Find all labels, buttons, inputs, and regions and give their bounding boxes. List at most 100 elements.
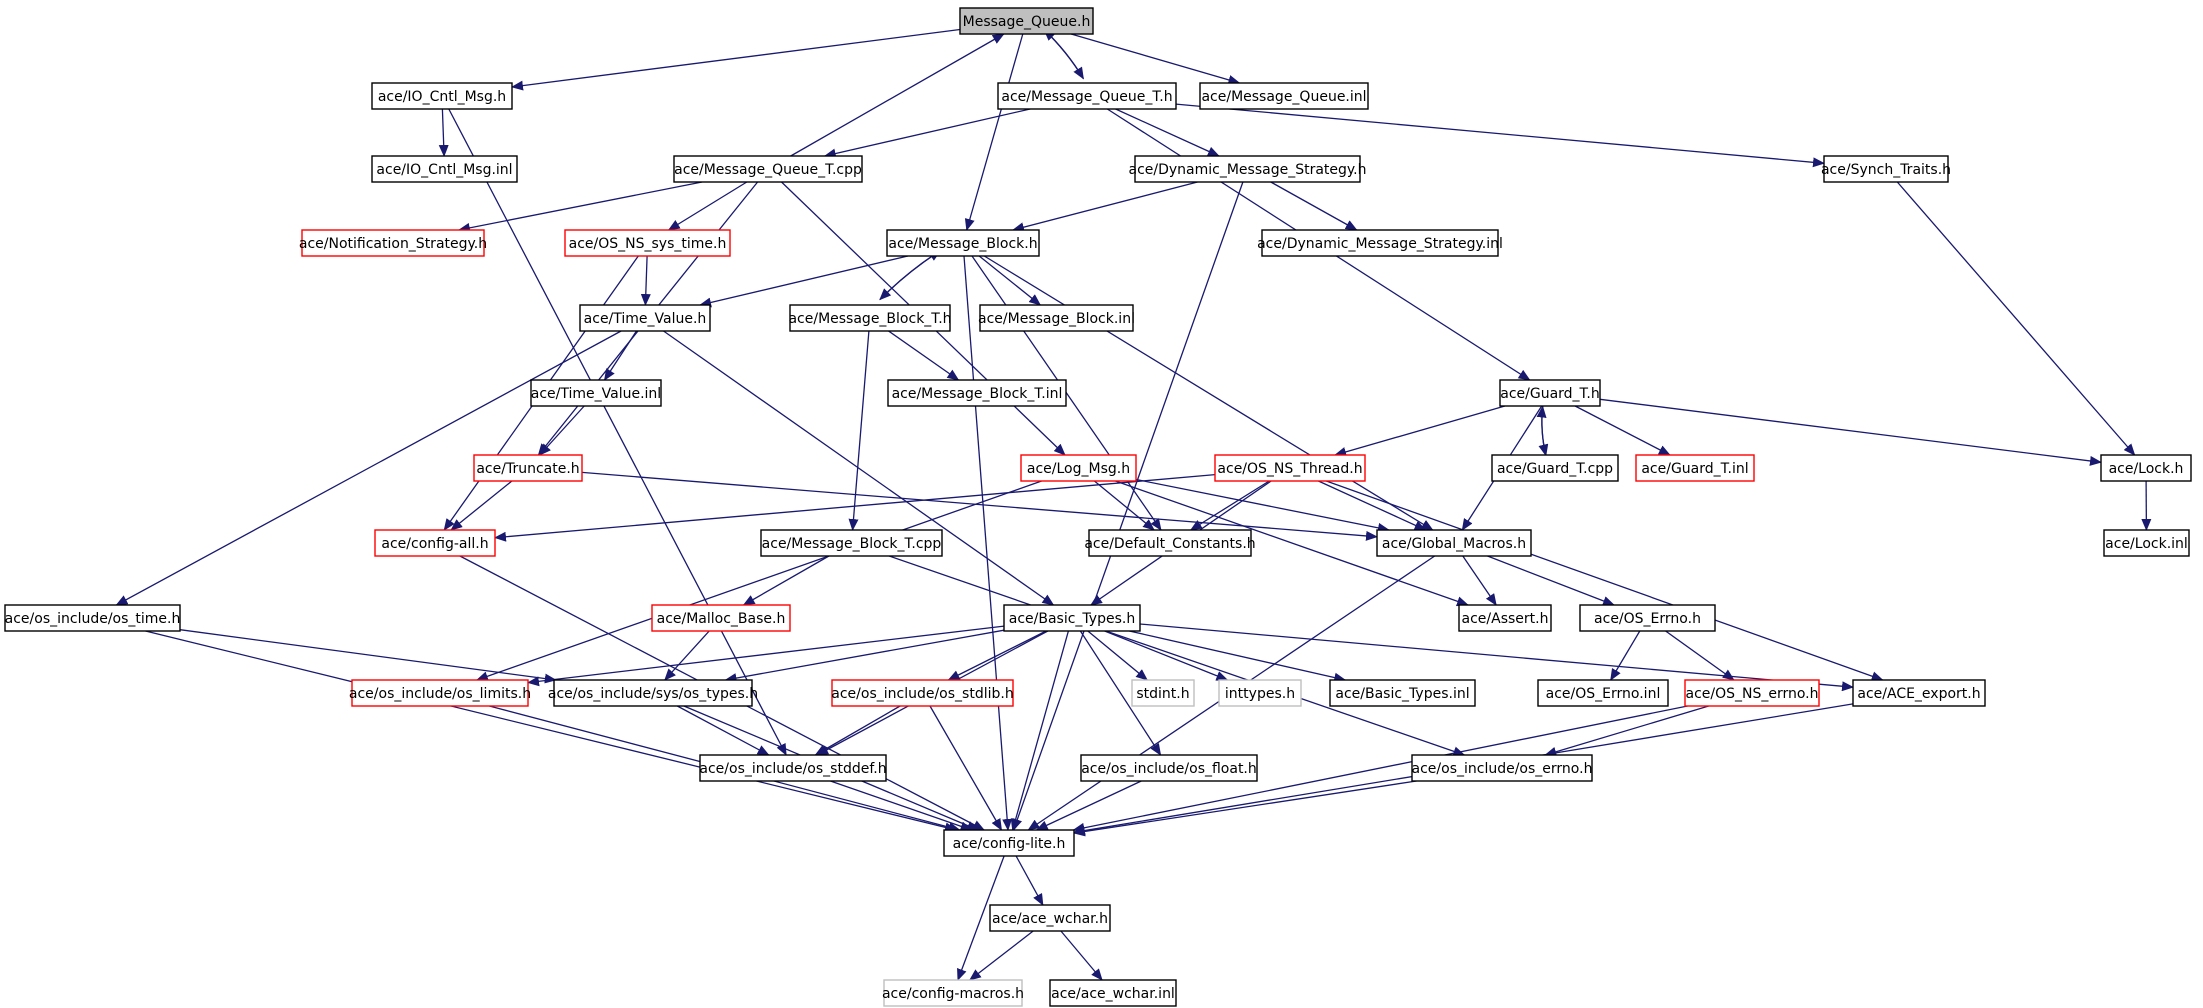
node-lock-inl[interactable]: ace/Lock.inl bbox=[2103, 529, 2190, 557]
node-os-stddef[interactable]: ace/os_include/os_stddef.h bbox=[699, 754, 887, 782]
node-box bbox=[301, 229, 485, 257]
edge-os_stddef-to-config_lite bbox=[830, 780, 973, 832]
node-mq-inl[interactable]: ace/Message_Queue.inl bbox=[1199, 82, 1369, 110]
node-ace-wchar-inl[interactable]: ace/ace_wchar.inl bbox=[1049, 979, 1177, 1007]
node-os-thread[interactable]: ace/OS_NS_Thread.h bbox=[1214, 454, 1366, 482]
node-label: ace/IO_Cntl_Msg.h bbox=[378, 89, 506, 105]
node-mb-inl[interactable]: ace/Message_Block.inl bbox=[978, 304, 1135, 332]
node-os-errno-inl[interactable]: ace/OS_Errno.inl bbox=[1537, 679, 1669, 707]
node-os-ns-errno[interactable]: ace/OS_NS_errno.h bbox=[1684, 679, 1820, 707]
edge-basic_types-to-os_stdlib bbox=[947, 630, 1047, 681]
node-box bbox=[1214, 454, 1366, 482]
node-box bbox=[1411, 754, 1593, 782]
edge-dms-to-mb bbox=[1012, 181, 1198, 233]
node-box bbox=[760, 529, 943, 557]
node-mb-t-cpp[interactable]: ace/Message_Block_T.cpp bbox=[760, 529, 943, 557]
node-label: ace/Message_Queue_T.cpp bbox=[674, 162, 862, 178]
node-lock[interactable]: ace/Lock.h bbox=[2100, 454, 2192, 482]
node-os-include-errno[interactable]: ace/os_include/os_errno.h bbox=[1411, 754, 1593, 782]
node-label: ace/OS_NS_Thread.h bbox=[1217, 461, 1362, 477]
node-dms[interactable]: ace/Dynamic_Message_Strategy.h bbox=[1128, 155, 1367, 183]
edge-mb_t-to-mb_t_inl bbox=[888, 330, 960, 381]
node-assert[interactable]: ace/Assert.h bbox=[1458, 604, 1552, 632]
node-ace-wchar[interactable]: ace/ace_wchar.h bbox=[989, 904, 1111, 932]
node-box bbox=[673, 155, 863, 183]
node-root[interactable]: Message_Queue.h bbox=[959, 7, 1094, 35]
node-synch[interactable]: ace/Synch_Traits.h bbox=[1821, 155, 1951, 183]
edge-mb-to-config_lite bbox=[963, 255, 1013, 831]
node-label: ace/config-macros.h bbox=[882, 986, 1024, 1002]
node-global-macros[interactable]: ace/Global_Macros.h bbox=[1376, 529, 1532, 557]
node-box bbox=[1088, 529, 1252, 557]
node-io-cntl-inl[interactable]: ace/IO_Cntl_Msg.inl bbox=[371, 155, 518, 183]
edge-truncate-to-global_macros bbox=[581, 471, 1378, 541]
edge-mb-to-global_macros bbox=[983, 255, 1434, 531]
edge-synch-to-lock bbox=[1896, 181, 2136, 456]
node-box bbox=[1003, 604, 1141, 632]
node-box bbox=[1261, 229, 1499, 257]
node-label: ace/Message_Block_T.cpp bbox=[762, 536, 942, 552]
edge-config_lite-to-ace_wchar bbox=[1015, 855, 1044, 906]
node-mb-t[interactable]: ace/Message_Block_T.h bbox=[788, 304, 952, 332]
edge-mq_t-to-dms bbox=[1115, 108, 1220, 157]
node-guard[interactable]: ace/Guard_T.h bbox=[1499, 379, 1601, 407]
node-stdint[interactable]: stdint.h bbox=[1131, 679, 1195, 707]
node-label: ace/Guard_T.inl bbox=[1641, 461, 1748, 477]
node-tv[interactable]: ace/Time_Value.h bbox=[579, 304, 711, 332]
node-box bbox=[371, 82, 513, 110]
node-label: ace/Synch_Traits.h bbox=[1821, 162, 1951, 178]
edge-basic_types-to-sys_types bbox=[724, 629, 1005, 683]
node-config-all[interactable]: ace/config-all.h bbox=[374, 529, 496, 557]
node-truncate[interactable]: ace/Truncate.h bbox=[473, 454, 583, 482]
node-config-lite[interactable]: ace/config-lite.h bbox=[943, 829, 1075, 857]
node-label: ace/Basic_Types.h bbox=[1009, 611, 1135, 627]
node-tv-inl[interactable]: ace/Time_Value.inl bbox=[530, 379, 662, 407]
node-os-sys-time[interactable]: ace/OS_NS_sys_time.h bbox=[564, 229, 731, 257]
node-default-const[interactable]: ace/Default_Constants.h bbox=[1084, 529, 1256, 557]
node-os-limits[interactable]: ace/os_include/os_limits.h bbox=[349, 679, 531, 707]
node-label: ace/Dynamic_Message_Strategy.inl bbox=[1257, 236, 1503, 252]
edge-guard-to-guard_inl bbox=[1574, 405, 1671, 456]
edge-truncate-to-config_all bbox=[450, 480, 513, 531]
node-basic-types[interactable]: ace/Basic_Types.h bbox=[1003, 604, 1141, 632]
node-sys-types[interactable]: ace/os_include/sys/os_types.h bbox=[548, 679, 758, 707]
edge-log_msg-to-default_const bbox=[1093, 480, 1155, 531]
node-basic-types-inl[interactable]: ace/Basic_Types.inl bbox=[1329, 679, 1476, 707]
node-ace-export[interactable]: ace/ACE_export.h bbox=[1852, 679, 1986, 707]
node-label: ace/Message_Block_T.inl bbox=[892, 386, 1063, 402]
edge-mq_t-to-synch bbox=[1175, 103, 1825, 168]
node-notif[interactable]: ace/Notification_Strategy.h bbox=[299, 229, 487, 257]
node-label: ace/config-lite.h bbox=[953, 836, 1066, 852]
node-box bbox=[959, 7, 1094, 35]
node-os-errno[interactable]: ace/OS_Errno.h bbox=[1579, 604, 1716, 632]
node-guard-inl[interactable]: ace/Guard_T.inl bbox=[1635, 454, 1755, 482]
node-os-stdlib[interactable]: ace/os_include/os_stdlib.h bbox=[831, 679, 1014, 707]
edge-mb-to-mb_inl bbox=[978, 255, 1042, 306]
edge-io_cntl-to-io_cntl_inl bbox=[438, 108, 449, 157]
node-label: ace/Truncate.h bbox=[476, 461, 579, 477]
node-inttypes[interactable]: inttypes.h bbox=[1218, 679, 1302, 707]
node-mb[interactable]: ace/Message_Block.h bbox=[886, 229, 1040, 257]
edge-tv-to-os_time bbox=[115, 330, 622, 606]
node-config-macros[interactable]: ace/config-macros.h bbox=[882, 979, 1024, 1007]
node-io-cntl[interactable]: ace/IO_Cntl_Msg.h bbox=[371, 82, 513, 110]
edge-dms-to-dms_inl bbox=[1270, 181, 1358, 231]
node-box bbox=[1131, 679, 1195, 707]
node-box bbox=[831, 679, 1014, 707]
node-box bbox=[564, 229, 731, 257]
node-guard-cpp[interactable]: ace/Guard_T.cpp bbox=[1491, 454, 1619, 482]
edge-global_macros-to-os_errno bbox=[1487, 555, 1615, 606]
node-mq-t-cpp[interactable]: ace/Message_Queue_T.cpp bbox=[673, 155, 863, 183]
edge-config_lite-to-config_macros bbox=[957, 855, 1005, 981]
edge-os_thread-to-ace_export bbox=[1326, 480, 1884, 682]
node-mq-t[interactable]: ace/Message_Queue_T.h bbox=[997, 82, 1177, 110]
node-log-msg[interactable]: ace/Log_Msg.h bbox=[1020, 454, 1137, 482]
node-os-float[interactable]: ace/os_include/os_float.h bbox=[1080, 754, 1258, 782]
node-os-time[interactable]: ace/os_include/os_time.h bbox=[4, 604, 181, 632]
node-malloc-base[interactable]: ace/Malloc_Base.h bbox=[651, 604, 791, 632]
edge-mq_t_cpp-to-notif bbox=[457, 181, 703, 233]
edge-mq_t_cpp-to-os_sys_time bbox=[667, 181, 748, 231]
node-mb-t-inl[interactable]: ace/Message_Block_T.inl bbox=[887, 379, 1067, 407]
node-dms-inl[interactable]: ace/Dynamic_Message_Strategy.inl bbox=[1257, 229, 1503, 257]
nodes-layer: Message_Queue.h ace/IO_Cntl_Msg.h ace/Mess… bbox=[4, 7, 2192, 1007]
